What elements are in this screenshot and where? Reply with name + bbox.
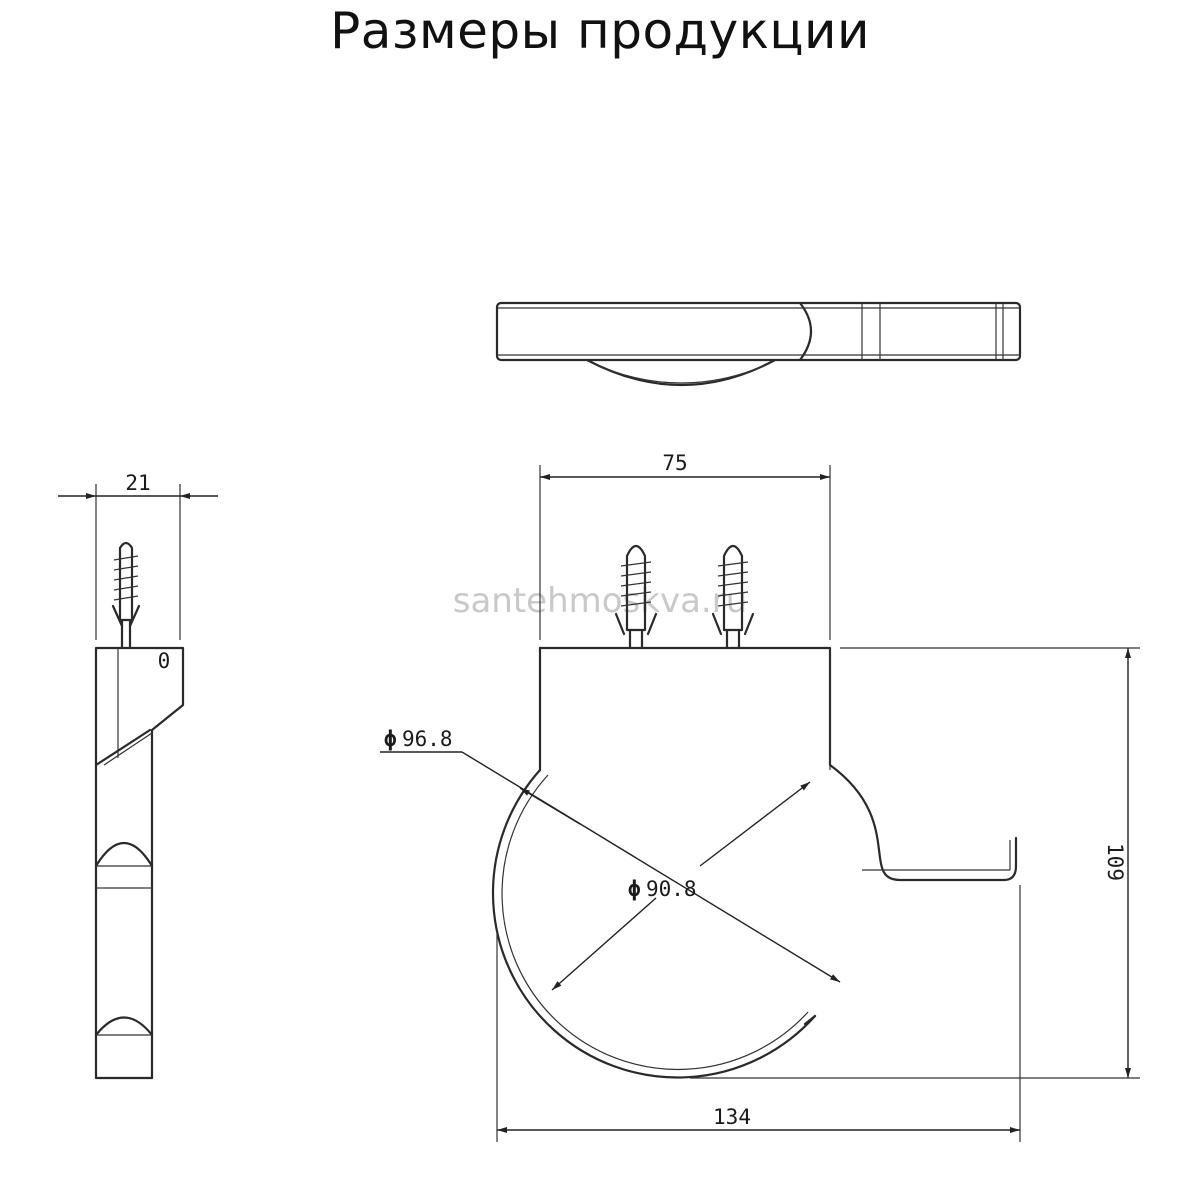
wall-anchor-right <box>711 544 755 650</box>
outer-diameter-symbol: ϕ <box>384 727 397 751</box>
total-width-dimension-label: 134 <box>713 1105 751 1129</box>
height-dimension-label: 109 <box>1103 843 1127 881</box>
front-view: ϕ 96.8 ϕ 90.8 75 109 134 <box>380 451 1140 1142</box>
inner-diameter-label: 90.8 <box>646 877 697 901</box>
depth-dimension-label: 21 <box>125 471 150 495</box>
outer-diameter-label: 96.8 <box>402 727 453 751</box>
top-view <box>495 301 1022 386</box>
mount-width-dimension-label: 75 <box>662 451 687 475</box>
page-title: Размеры продукции <box>330 2 870 60</box>
inner-diameter-symbol: ϕ <box>628 877 641 901</box>
wall-anchor-left <box>614 544 658 650</box>
side-mark-label: 0 <box>158 649 171 673</box>
side-view: 0 21 <box>58 471 218 1080</box>
watermark-text: santehmoskva.ru <box>453 581 748 621</box>
